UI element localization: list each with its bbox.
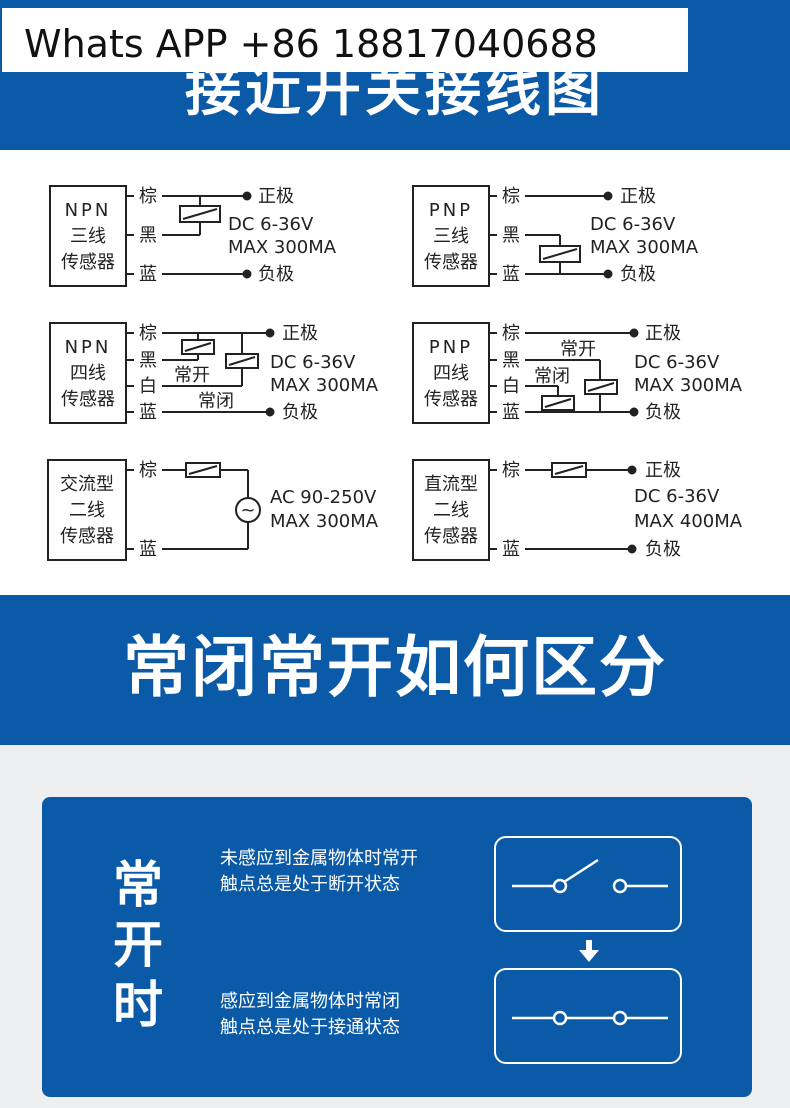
diagram-npn-3wire [49, 185, 245, 287]
closed-line-2: 触点总是处于接通状态 [220, 1017, 400, 1038]
positive-label: 正极 [258, 186, 294, 207]
wire-brown: 棕 [502, 460, 520, 481]
wire-brown: 棕 [502, 323, 520, 344]
spec-current: MAX 300MA [270, 511, 379, 532]
open-switch-box [494, 836, 682, 932]
watermark-text: Whats APP +86 18817040688 [24, 22, 598, 66]
open-line-2: 触点总是处于断开状态 [220, 874, 400, 895]
diagram-ac-2wire [47, 459, 261, 561]
wire-white: 白 [502, 376, 520, 397]
sensor-label-line1: 直流型 [424, 474, 478, 495]
wire-blue: 蓝 [139, 402, 157, 423]
spec-current: MAX 400MA [634, 511, 743, 532]
sensor-box [412, 322, 490, 424]
positive-label: 正极 [282, 323, 318, 344]
closed-line-1: 感应到金属物体时常闭 [220, 991, 400, 1012]
negative-label: 负极 [645, 402, 681, 423]
positive-label: 正极 [620, 186, 656, 207]
sensor-label-line2: 三线 [433, 226, 469, 247]
sensor-label-line1: NPN [65, 200, 112, 221]
spec-voltage: DC 6-36V [590, 214, 676, 235]
open-line-1: 未感应到金属物体时常开 [220, 848, 418, 869]
sensor-label-line3: 传感器 [61, 389, 115, 410]
sensor-label-line2: 二线 [433, 500, 469, 521]
sensor-label-line3: 传感器 [424, 526, 478, 547]
positive-label: 正极 [645, 460, 681, 481]
closed-state-description: 感应到金属物体时常闭 触点总是处于接通状态 [220, 989, 480, 1041]
spec-voltage: DC 6-36V [634, 352, 720, 373]
sensor-box [49, 322, 127, 424]
diagram-npn-4wire [49, 322, 268, 424]
wiring-diagrams: NPN 三线 传感器 棕 黑 蓝 正极 负极 DC 6-36V MAX 300M… [47, 185, 743, 561]
closed-switch-box [494, 968, 682, 1064]
switch-illustrations [512, 858, 668, 1026]
normally-closed-label: 常闭 [534, 366, 570, 387]
wire-white: 白 [139, 376, 157, 397]
spec-current: MAX 300MA [590, 237, 699, 258]
negative-label: 负极 [258, 264, 294, 285]
wire-brown: 棕 [139, 323, 157, 344]
wire-blue: 蓝 [139, 539, 157, 560]
spec-current: MAX 300MA [634, 375, 743, 396]
watermark-bar: Whats APP +86 18817040688 [2, 8, 688, 72]
spec-voltage: AC 90-250V [270, 487, 377, 508]
sensor-box [412, 459, 490, 561]
normally-open-label: 常开 [174, 365, 210, 386]
sensor-label-line1: NPN [65, 337, 112, 358]
spec-current: MAX 300MA [228, 237, 337, 258]
wire-brown: 棕 [139, 460, 157, 481]
diagram-pnp-4wire [412, 322, 632, 424]
diagram-pnp-3wire [412, 185, 606, 287]
sensor-label-line1: PNP [429, 200, 473, 221]
negative-label: 负极 [282, 402, 318, 423]
normally-closed-label: 常闭 [198, 391, 234, 412]
wire-brown: 棕 [502, 186, 520, 207]
wiring-diagrams-area [0, 150, 790, 595]
normally-open-label: 常开 [560, 339, 596, 360]
card-title-text: 常开时 [113, 856, 163, 1034]
sensor-label-line2: 二线 [69, 500, 105, 521]
sensor-label-line2: 四线 [70, 363, 106, 384]
sensor-label-line2: 三线 [70, 226, 106, 247]
wire-brown: 棕 [139, 186, 157, 207]
wire-black: 黑 [139, 350, 157, 371]
section-title: 常闭常开如何区分 [123, 629, 667, 706]
sensor-box [47, 459, 127, 561]
arrow-down-icon [579, 940, 599, 962]
wire-blue: 蓝 [139, 264, 157, 285]
spec-voltage: DC 6-36V [270, 352, 356, 373]
closed-switch-icon [512, 1010, 668, 1026]
sensor-label-line3: 传感器 [424, 252, 478, 273]
open-switch-icon [512, 858, 668, 894]
section-banner [0, 595, 790, 745]
card-title: 常开时 [108, 855, 168, 1035]
spec-voltage: DC 6-36V [634, 486, 720, 507]
negative-label: 负极 [645, 539, 681, 560]
negative-label: 负极 [620, 264, 656, 285]
wire-black: 黑 [139, 225, 157, 246]
positive-label: 正极 [645, 323, 681, 344]
sensor-label-line2: 四线 [433, 363, 469, 384]
normally-open-card [42, 797, 752, 1097]
wire-blue: 蓝 [502, 264, 520, 285]
sensor-label-line1: 交流型 [60, 474, 114, 495]
wire-blue: 蓝 [502, 402, 520, 423]
open-state-description: 未感应到金属物体时常开 触点总是处于断开状态 [220, 846, 480, 898]
sensor-label-line3: 传感器 [424, 389, 478, 410]
spec-voltage: DC 6-36V [228, 214, 314, 235]
diagram-dc-2wire [412, 459, 630, 561]
sensor-label-line1: PNP [429, 337, 473, 358]
wire-black: 黑 [502, 225, 520, 246]
ac-source-symbol: ~ [240, 500, 255, 521]
spec-current: MAX 300MA [270, 375, 379, 396]
wire-black: 黑 [502, 350, 520, 371]
wire-blue: 蓝 [502, 539, 520, 560]
sensor-label-line3: 传感器 [61, 252, 115, 273]
sensor-label-line3: 传感器 [60, 526, 114, 547]
